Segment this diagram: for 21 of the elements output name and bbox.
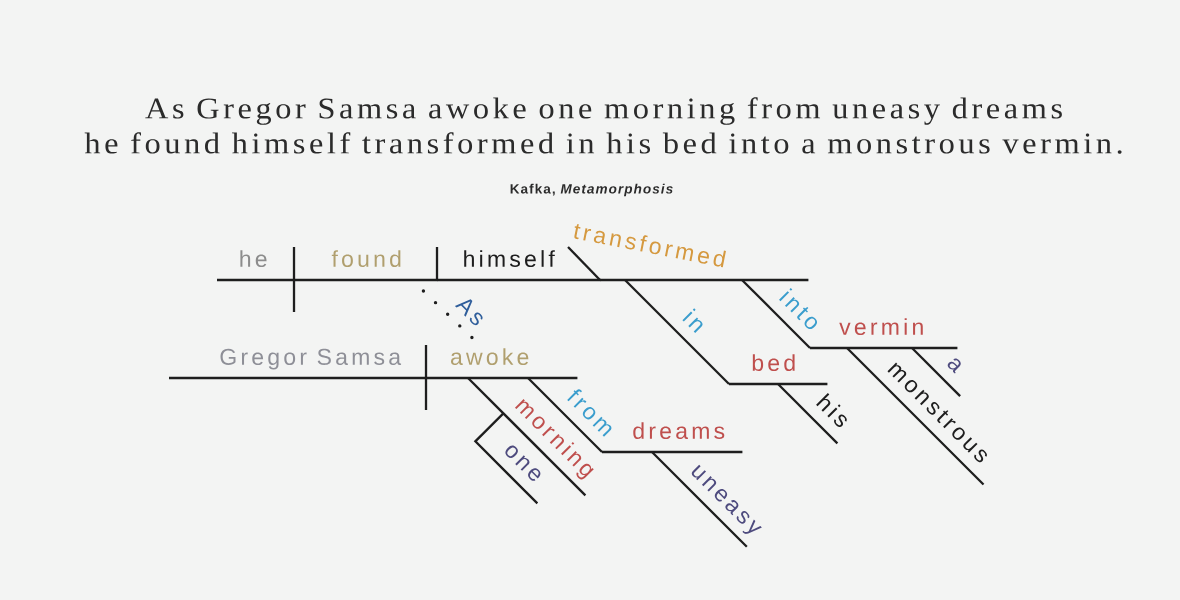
word-on-line: himself [437, 250, 601, 282]
attribution: Kafka, Metamorphosis [510, 183, 673, 197]
slanted-line [846, 347, 985, 486]
word-on-line: found [294, 250, 438, 282]
dotted-line [421, 289, 474, 340]
edge-label: As [453, 293, 489, 329]
bracket-line [473, 412, 539, 505]
slanted-line [527, 377, 603, 453]
slanted-line [777, 383, 839, 445]
slanted-line [911, 347, 961, 397]
title: As Gregor Samsa awoke one morning from uneasy dreams he found himself transformed in his bed into a monstrous vermin. [84, 97, 1122, 154]
slanted-line [624, 279, 730, 385]
edge-label: in [673, 307, 709, 342]
edge-label: his [807, 391, 853, 437]
word-on-line: he [217, 250, 295, 282]
slanted-line [467, 377, 587, 497]
slanted-line [651, 451, 748, 548]
word-on-line: bed [729, 354, 828, 386]
word-on-line: awoke [426, 348, 578, 380]
word-on-line: Gregor Samsa [169, 348, 427, 380]
slanted-line [741, 279, 811, 349]
